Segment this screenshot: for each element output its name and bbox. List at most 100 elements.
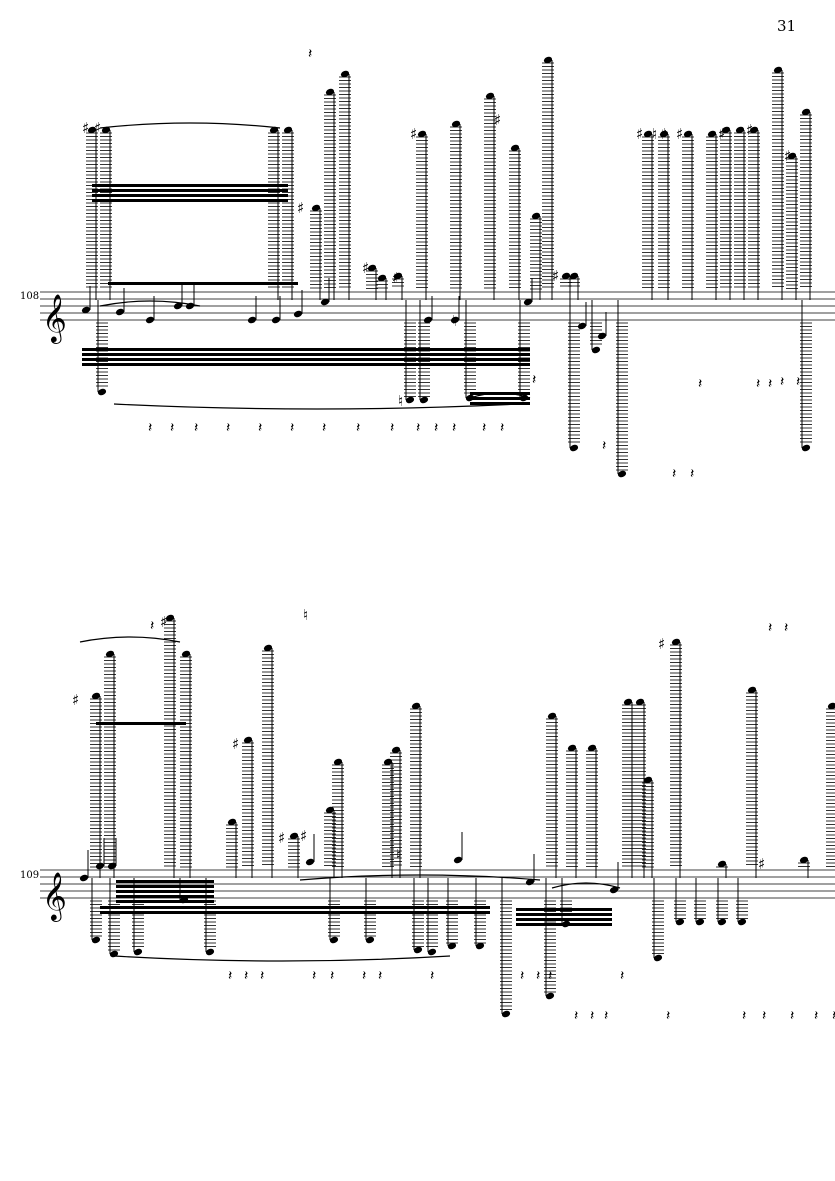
tie (113, 955, 451, 962)
notehead (367, 264, 377, 272)
rest: 𝄽 (796, 374, 800, 390)
rest: 𝄽 (430, 968, 434, 984)
notehead (561, 920, 571, 928)
rest: 𝄽 (312, 968, 316, 984)
notehead (561, 272, 571, 280)
rest: 𝄽 (356, 420, 360, 436)
notehead (101, 126, 111, 134)
notehead (97, 388, 107, 396)
notehead (827, 702, 835, 710)
rest: 𝄽 (226, 420, 230, 436)
notehead (737, 918, 747, 926)
notehead (567, 744, 577, 752)
rest: 𝄽 (148, 420, 152, 436)
notehead (405, 396, 415, 404)
measure-number-109: 109 (20, 870, 40, 881)
notehead (569, 444, 579, 452)
treble-clef: 𝄞 (42, 293, 67, 344)
notehead (447, 942, 457, 950)
notehead (79, 874, 89, 882)
notehead (773, 66, 783, 74)
notehead (510, 144, 520, 152)
sharp-accidental: ♯ (658, 635, 665, 653)
notehead (383, 758, 393, 766)
notehead (671, 638, 681, 646)
rest: 𝄽 (390, 420, 394, 436)
notehead (427, 948, 437, 956)
rest: 𝄽 (590, 1008, 594, 1024)
notehead (717, 918, 727, 926)
beam (116, 880, 214, 883)
beam (92, 199, 288, 202)
notehead (419, 396, 429, 404)
notehead (377, 274, 387, 282)
rests: 𝄽𝄽𝄽𝄽𝄽𝄽𝄽𝄽𝄽𝄽𝄽𝄽𝄽𝄽𝄽𝄽𝄽𝄽𝄽𝄽𝄽𝄽𝄽𝄽𝄽𝄽𝄽𝄽𝄽𝄽𝄽𝄽𝄽𝄽𝄽𝄽𝄽𝄽𝄽𝄽… (148, 46, 835, 1024)
sharp-accidental: ♯ (784, 147, 791, 165)
sharp-accidental: ♯ (82, 119, 89, 137)
notehead (659, 130, 669, 138)
notehead (683, 130, 693, 138)
rest: 𝄽 (308, 46, 312, 62)
beam (116, 895, 214, 898)
rest: 𝄽 (690, 466, 694, 482)
notehead (293, 310, 303, 318)
rest: 𝄽 (434, 420, 438, 436)
rest: 𝄽 (258, 420, 262, 436)
beam (116, 890, 214, 893)
notehead (283, 126, 293, 134)
clefs: 𝄞𝄞 (42, 293, 67, 922)
sharp-accidental: ♯ (278, 829, 285, 847)
notehead (577, 322, 587, 330)
beam (92, 194, 288, 197)
treble-clef: 𝄞 (42, 871, 67, 922)
notehead (181, 650, 191, 658)
rest: 𝄽 (150, 618, 154, 634)
tie (79, 636, 181, 643)
rest: 𝄽 (482, 420, 486, 436)
beam (96, 722, 186, 725)
notehead (675, 918, 685, 926)
natural-accidental: ♮ (398, 392, 403, 410)
notehead (109, 950, 119, 958)
notehead (801, 108, 811, 116)
notehead (333, 758, 343, 766)
rest: 𝄽 (742, 1008, 746, 1024)
sharp-accidental: ♯ (72, 691, 79, 709)
notehead (587, 744, 597, 752)
notehead (721, 126, 731, 134)
beam (82, 363, 530, 366)
notehead (271, 316, 281, 324)
notehead (635, 698, 645, 706)
notehead (747, 686, 757, 694)
measure-number-108: 108 (20, 291, 40, 302)
beam (116, 885, 214, 888)
rest: 𝄽 (260, 968, 264, 984)
notehead (695, 918, 705, 926)
sharp-accidental: ♯ (410, 125, 417, 143)
rest: 𝄽 (322, 420, 326, 436)
notehead (325, 806, 335, 814)
rest: 𝄽 (762, 1008, 766, 1024)
notehead (707, 130, 717, 138)
notehead (173, 302, 183, 310)
notehead (735, 126, 745, 134)
tie (551, 882, 621, 889)
rest: 𝄽 (194, 420, 198, 436)
notehead (569, 272, 579, 280)
rest: 𝄽 (768, 376, 772, 392)
notehead (485, 92, 495, 100)
beam (516, 908, 612, 911)
notehead (95, 862, 105, 870)
rest: 𝄽 (500, 420, 504, 436)
note-stems (87, 60, 811, 1014)
beam (92, 184, 288, 187)
beam (516, 913, 612, 916)
sharp-accidental: ♯ (392, 269, 399, 287)
sharp-accidental: ♯ (300, 827, 307, 845)
sharp-accidental: ♯ (660, 125, 667, 143)
notehead (450, 316, 460, 324)
rest: 𝄽 (768, 620, 772, 636)
notehead (133, 948, 143, 956)
beam (82, 348, 530, 351)
notehead (423, 316, 433, 324)
